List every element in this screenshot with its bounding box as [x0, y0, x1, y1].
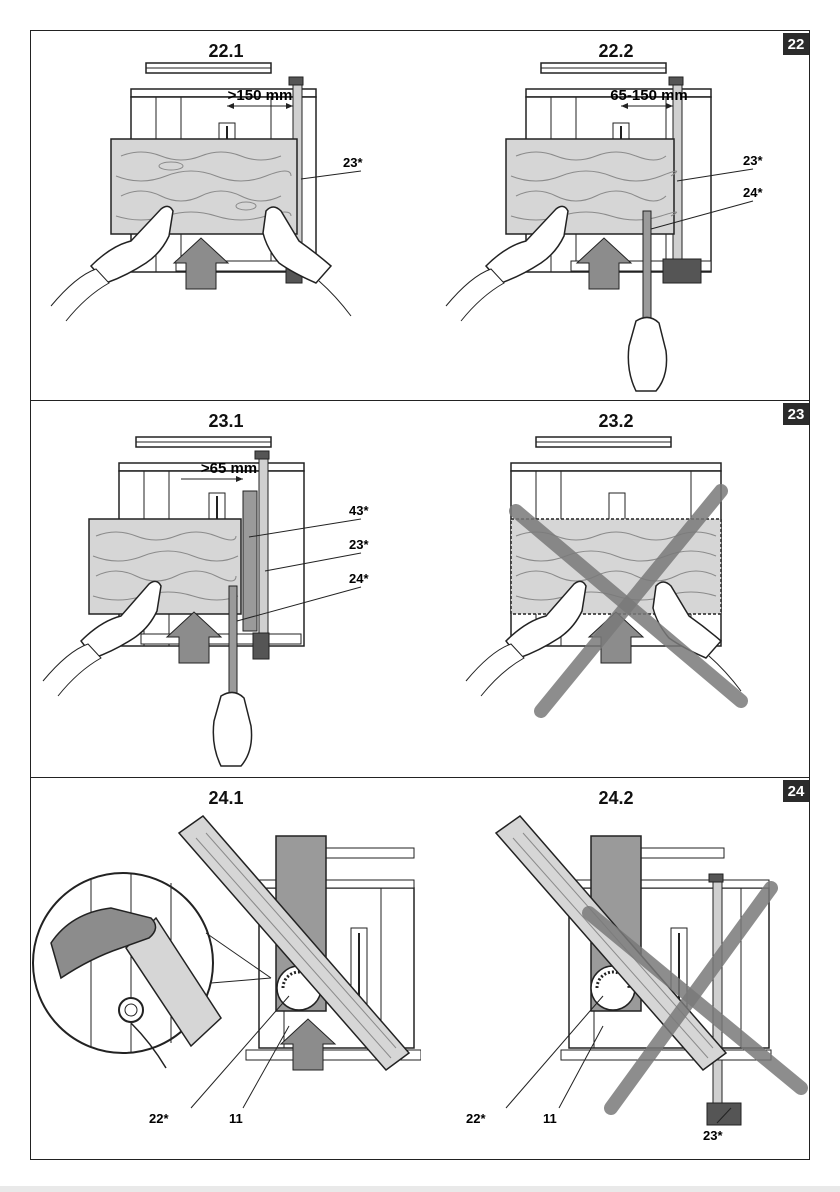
saw-table-drawing-23-2: [421, 401, 811, 778]
part-label-24: 24*: [743, 185, 763, 200]
part-label-22: 22*: [466, 1111, 486, 1126]
part-label-23: 23*: [343, 155, 363, 170]
dimension-label: >65 mm: [201, 460, 257, 477]
part-label-22: 22*: [149, 1111, 169, 1126]
part-label-23: 23*: [703, 1128, 723, 1143]
part-label-43: 43*: [349, 503, 369, 518]
figure-24-1: 24.1: [31, 778, 421, 1159]
figure-24-2: 24.2: [421, 778, 811, 1159]
saw-table-drawing-22-2: 65-150 mm 23* 24*: [421, 31, 811, 401]
saw-table-drawing-22-1: >150 mm 23*: [31, 31, 421, 401]
saw-table-drawing-24-2: 22* 11 23*: [421, 778, 811, 1159]
figure-22-2: 22.2: [421, 31, 811, 400]
part-label-24: 24*: [349, 571, 369, 586]
saw-table-drawing-24-1: 22* 11: [31, 778, 421, 1159]
auxiliary-fence-board: [243, 491, 257, 631]
dimension-label: >150 mm: [228, 87, 293, 104]
section-22-panel: 22 22.1: [31, 31, 809, 401]
part-label-11: 11: [543, 1111, 557, 1126]
figure-23-1: 23.1: [31, 401, 421, 777]
part-label-11: 11: [229, 1111, 243, 1126]
section-23-panel: 23 23.1: [31, 401, 809, 778]
saw-table-drawing-23-1: >65 mm 43* 23* 24*: [31, 401, 421, 778]
page-frame: 22 22.1: [30, 30, 810, 1160]
part-label-23: 23*: [743, 153, 763, 168]
section-24-panel: 24 24.1: [31, 778, 809, 1159]
figure-22-1: 22.1: [31, 31, 421, 400]
page-bottom-strip: [0, 1186, 840, 1192]
part-label-23: 23*: [349, 537, 369, 552]
push-stick: [643, 211, 651, 331]
figure-23-2: 23.2: [421, 401, 811, 777]
dimension-label: 65-150 mm: [610, 87, 688, 104]
